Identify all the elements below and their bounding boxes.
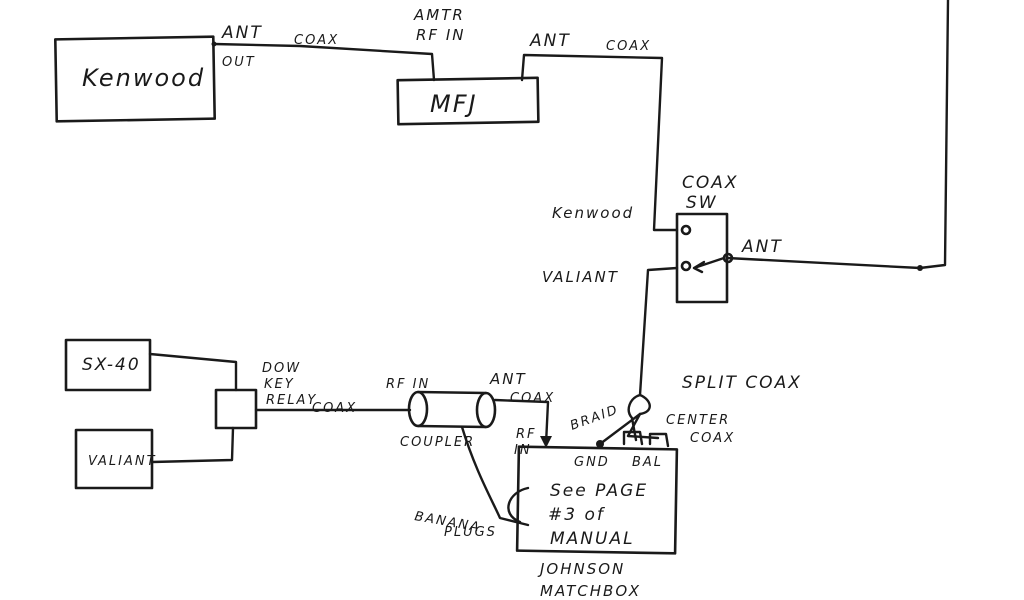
bal-label: BAL: [632, 455, 663, 470]
relay-box: [214, 388, 258, 430]
johnson-box-line-3: MANUAL: [550, 529, 635, 549]
johnson-terminal-frame: [622, 430, 670, 448]
center-coax-label: COAX: [690, 431, 735, 446]
coupler-shape: [407, 390, 497, 429]
mfj-box: [396, 76, 540, 126]
johnson-caption-1: JOHNSON: [537, 560, 625, 578]
split-coax-loop: [627, 393, 642, 442]
coupler-ant-label: ANT: [489, 370, 527, 388]
switch-selector-arrow: [692, 256, 726, 274]
rf-label: RF: [516, 427, 537, 442]
valiant-box-label: VALIANT: [88, 454, 157, 469]
switch-terminal-valiant: [680, 260, 692, 272]
kenwood-ant-label: ANT: [221, 23, 263, 43]
switch-valiant-wire: [638, 266, 679, 397]
sx-label: SX-40: [82, 355, 141, 375]
mfj-to-switch-coax: [520, 53, 679, 232]
kenwood-label: Kenwood: [82, 64, 205, 92]
banana-plug-wire: [460, 425, 530, 527]
center-coax-wire: [626, 412, 660, 440]
coupler-to-johnson-coax: [493, 398, 550, 446]
switch-ant-label: ANT: [741, 237, 783, 257]
rfin-label: RF IN: [416, 26, 465, 44]
coax-label-2: COAX: [606, 39, 651, 54]
sx-to-relay-wire: [148, 352, 238, 392]
coax-switch-label-1: COAX: [682, 173, 739, 193]
gnd-label: GND: [574, 455, 610, 470]
kenwood-box: [53, 35, 217, 123]
coupler-rfin-label: RF IN: [386, 377, 430, 392]
mfj-ant-label: ANT: [529, 31, 571, 51]
relay-label-3: RELAY: [266, 393, 317, 408]
switch-to-antenna-wire: [725, 0, 950, 270]
plugs-label: PLUGS: [444, 525, 497, 540]
switch-terminal-kenwood: [680, 224, 692, 236]
amtr-label: AMTR: [413, 6, 465, 24]
johnson-caption-2: MATCHBOX: [540, 582, 641, 600]
gnd-terminal-dot: [596, 440, 604, 448]
antenna-junction-dot: [917, 265, 923, 271]
coax-label-1: COAX: [294, 33, 339, 48]
johnson-box-line-2: #3 of: [548, 505, 606, 525]
valiant-box: [74, 428, 154, 490]
johnson-box-line-1: See PAGE: [550, 481, 648, 501]
coupler-label: COUPLER: [400, 435, 475, 450]
coax-switch-label-2: SW: [686, 193, 718, 213]
sx-box: [64, 338, 152, 392]
valiant-to-relay-wire: [150, 426, 235, 464]
johnson-box: [515, 445, 679, 555]
in-label: IN: [514, 443, 532, 458]
junction-dot-1: [211, 41, 217, 47]
relay-label-2: KEY: [264, 377, 295, 392]
split-coax-label: SPLIT COAX: [682, 373, 802, 393]
coax-label-3: COAX: [312, 401, 357, 416]
kenwood-to-mfj-coax: [212, 42, 436, 82]
center-label: CENTER: [666, 413, 730, 428]
kenwood-out-label: OUT: [222, 55, 256, 70]
relay-label-1: DOW: [262, 361, 301, 376]
coax-label-4: COAX: [510, 391, 555, 406]
switch-kenwood-label: Kenwood: [552, 204, 634, 222]
banana-plug-loop: [507, 486, 530, 524]
mfj-label: MFJ: [430, 90, 478, 118]
switch-valiant-label: VALIANT: [542, 268, 619, 286]
rf-in-arrow: [540, 436, 552, 448]
braid-label: BRAID: [568, 402, 621, 433]
